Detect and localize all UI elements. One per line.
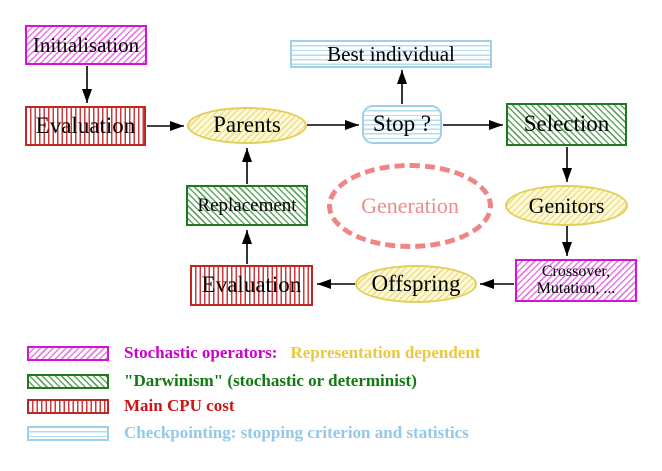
legend-label-darwinism: "Darwinism" (stochastic or determinist): [124, 371, 417, 390]
legend-row-stochastic-operators: Stochastic operators: Representation dep…: [27, 343, 481, 362]
legend-swatch-darwinism: [27, 373, 109, 389]
legend-swatch-stochastic-operators: [27, 345, 109, 361]
generation-ellipse: Generation: [327, 163, 493, 249]
node-parents: Parents: [187, 107, 307, 144]
legend-label-checkpointing: Checkpointing: stopping criterion and st…: [124, 423, 469, 442]
node-evaluation-top-label: Evaluation: [35, 112, 136, 138]
node-crossover-label-line2: Mutation, ...: [536, 279, 616, 297]
legend-swatch-main-cpu-cost: [27, 398, 109, 414]
node-best-individual-label: Best individual: [327, 41, 455, 66]
node-genitors: Genitors: [505, 185, 628, 226]
node-replacement-label: Replacement: [197, 194, 297, 216]
legend-swatch-checkpointing: [27, 425, 109, 441]
node-replacement: Replacement: [186, 185, 308, 226]
node-initialisation: Initialisation: [25, 25, 147, 65]
legend-label-main-cpu-cost: Main CPU cost: [124, 396, 235, 415]
legend-row-darwinism: "Darwinism" (stochastic or determinist): [27, 371, 417, 390]
legend-row-main-cpu-cost: Main CPU cost: [27, 396, 235, 415]
node-evaluation-bottom: Evaluation: [190, 265, 313, 306]
node-selection: Selection: [506, 103, 627, 146]
node-selection-label: Selection: [523, 111, 610, 137]
node-evaluation-top: Evaluation: [25, 106, 146, 146]
node-crossover-label-line1: Crossover,: [541, 262, 611, 280]
legend-label-representation-dependent: Representation dependent: [290, 343, 481, 362]
legend-label-stochastic-operators: Stochastic operators:: [124, 343, 278, 362]
node-parents-label: Parents: [213, 112, 281, 138]
node-best-individual: Best individual: [290, 40, 492, 68]
node-offspring-label: Offspring: [371, 270, 461, 296]
node-offspring: Offspring: [355, 265, 477, 303]
node-initialisation-label: Initialisation: [32, 32, 140, 57]
node-evaluation-bottom-label: Evaluation: [201, 272, 302, 298]
node-stop-label: Stop ?: [372, 111, 432, 137]
legend-row-checkpointing: Checkpointing: stopping criterion and st…: [27, 423, 469, 442]
node-crossover-mutation: Crossover, Mutation, ...: [515, 259, 637, 302]
node-stop: Stop ?: [362, 105, 442, 144]
node-genitors-label: Genitors: [528, 192, 605, 218]
generation-label: Generation: [361, 193, 459, 218]
